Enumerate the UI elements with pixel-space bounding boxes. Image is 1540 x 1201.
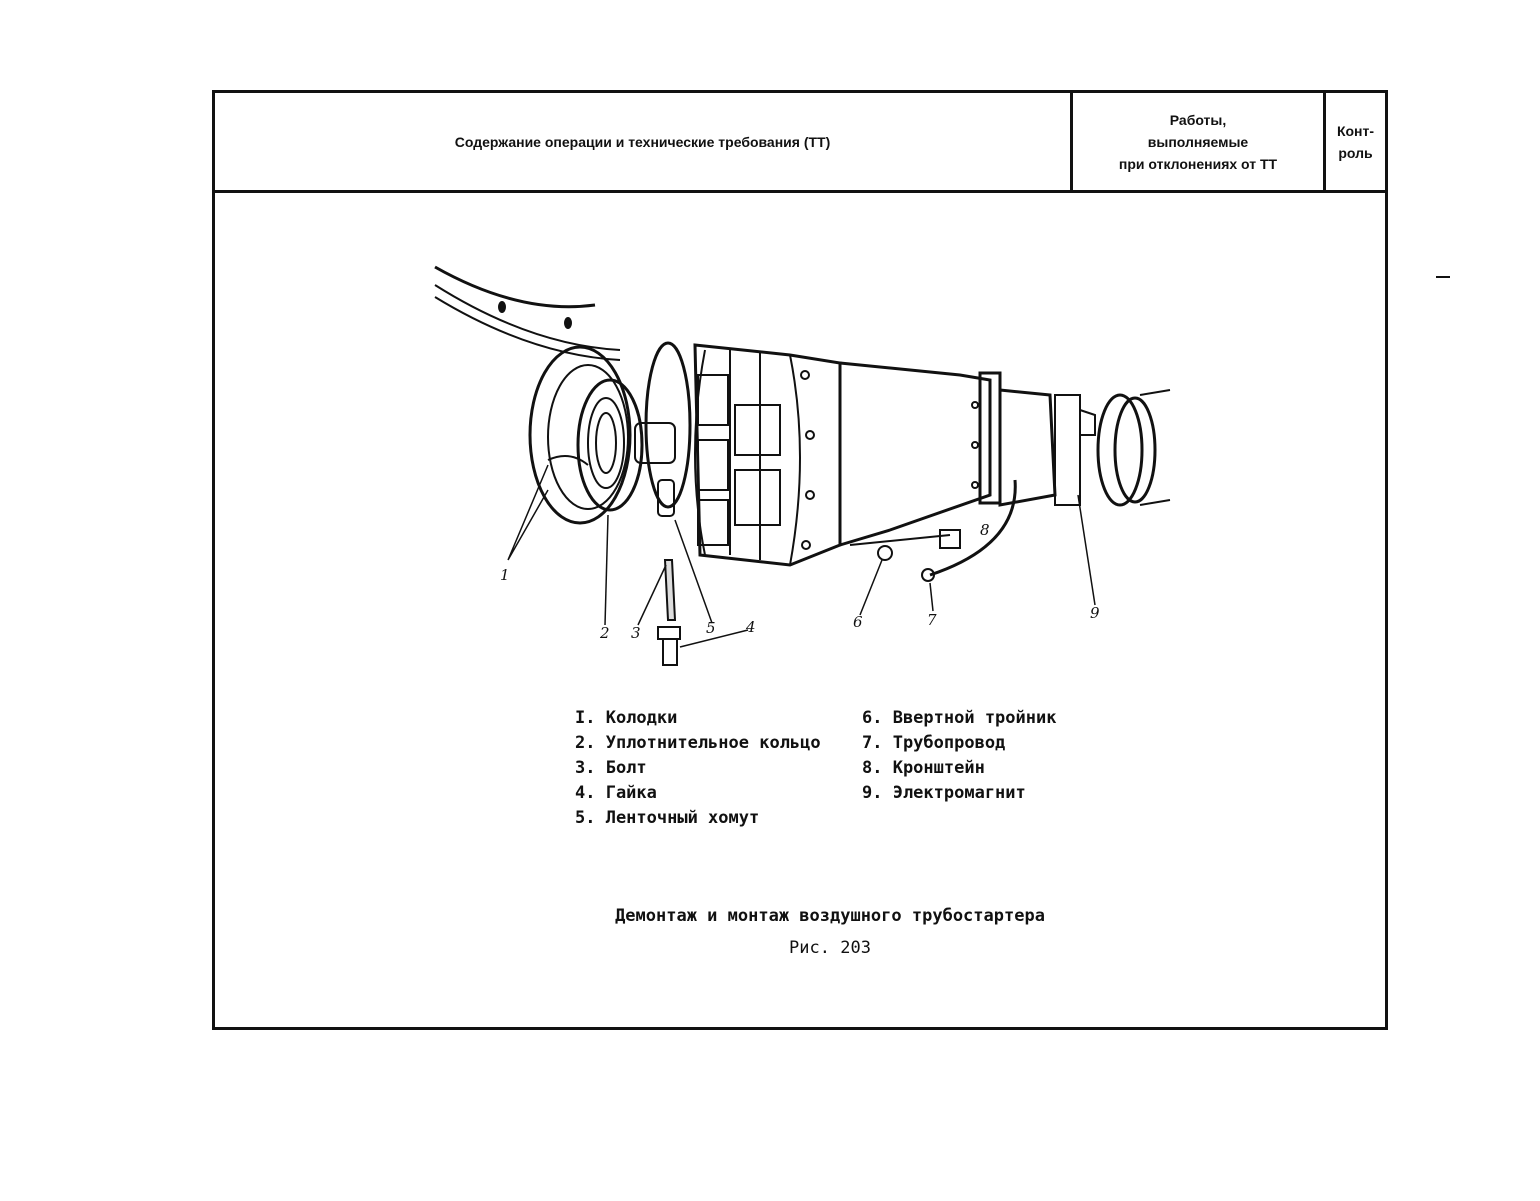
legend-left: I. Колодки 2. Уплотнительное кольцо 3. Б…: [575, 706, 821, 831]
starter-assembly-drawing: 1 2 3 4 5 6 7 8 9: [434, 265, 1171, 666]
callout-4: 4: [745, 618, 756, 636]
callout-2: 2: [599, 624, 610, 642]
legend-item: I. Колодки: [575, 708, 678, 728]
legend-item: 8. Кронштейн: [862, 758, 985, 778]
legend-item: 9. Электромагнит: [862, 783, 1026, 803]
legend-item: 4. Гайка: [575, 783, 657, 803]
legend-item: 6. Ввертной тройник: [862, 708, 1057, 728]
callout-7: 7: [927, 611, 937, 629]
callout-9: 9: [1090, 604, 1100, 622]
legend-item: 3. Болт: [575, 758, 647, 778]
legend-item: 5. Ленточный хомут: [575, 808, 760, 828]
margin-mark: [1436, 276, 1450, 278]
page-frame: Содержание операции и технические требов…: [212, 90, 1388, 1030]
callout-1: 1: [500, 566, 510, 584]
legend-item: 7. Трубопровод: [862, 733, 1006, 753]
callout-8: 8: [980, 521, 990, 539]
callout-3: 3: [631, 624, 641, 642]
callout-6: 6: [853, 613, 863, 631]
header-deviation-works: Работы, выполняемые при отклонениях от Т…: [1073, 93, 1326, 190]
callout-5: 5: [706, 619, 716, 637]
figure-title: Демонтаж и монтаж воздушного трубостарте…: [615, 906, 1045, 926]
figure-number: Рис. 203: [789, 938, 871, 958]
header-control: Конт- роль: [1336, 122, 1375, 161]
header-operation-content: Содержание операции и технические требов…: [215, 93, 1073, 190]
table-header: Содержание операции и технические требов…: [215, 93, 1385, 193]
legend-item: 2. Уплотнительное кольцо: [575, 733, 821, 753]
legend-right: 6. Ввертной тройник 7. Трубопровод 8. Кр…: [862, 706, 1056, 806]
